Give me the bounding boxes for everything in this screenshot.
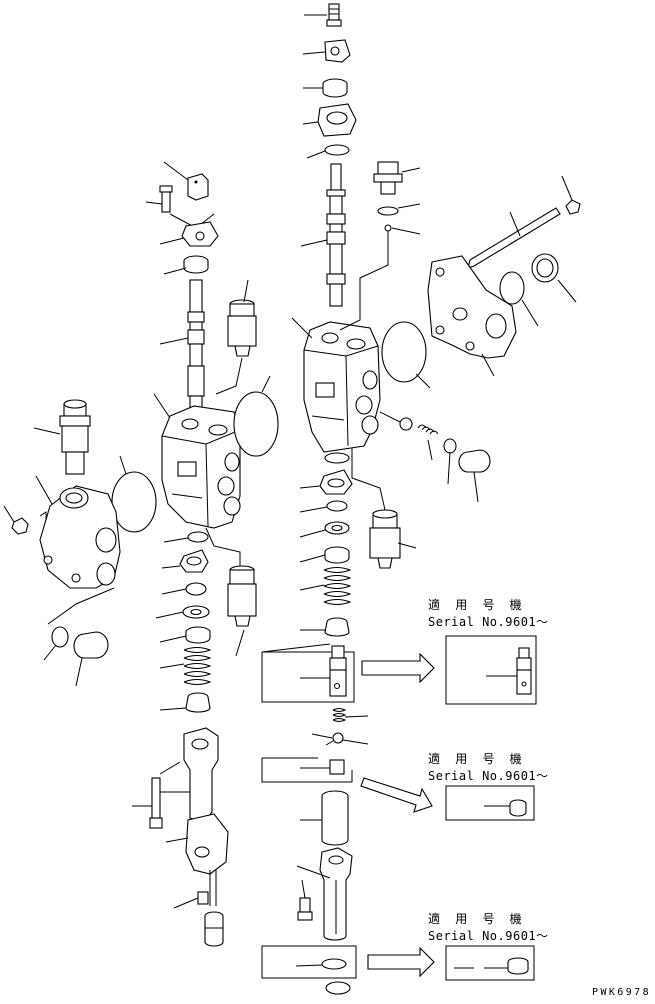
arrow-2 xyxy=(360,777,433,813)
ball-small[interactable] xyxy=(339,224,421,331)
note-1-serial: Serial No.9601～ xyxy=(428,615,549,629)
lc-washer-1[interactable] xyxy=(161,582,207,596)
right-parts xyxy=(339,161,581,569)
lc-washer-2[interactable] xyxy=(155,605,210,619)
bottom-disc[interactable] xyxy=(325,981,351,995)
o-ring-small-r[interactable] xyxy=(377,203,421,216)
lc-lower-body[interactable] xyxy=(165,813,229,875)
lc-wires[interactable] xyxy=(173,870,217,909)
small-spring[interactable] xyxy=(332,708,369,722)
note-3-serial: Serial No.9601～ xyxy=(428,929,549,943)
box-piston-old[interactable] xyxy=(261,643,355,703)
washer-2[interactable] xyxy=(299,521,350,538)
l-plug[interactable] xyxy=(73,631,109,687)
o-ring-top[interactable] xyxy=(306,144,350,159)
l-relief-valve[interactable] xyxy=(33,399,91,475)
spring-seat[interactable] xyxy=(299,546,350,564)
arrow-1 xyxy=(361,652,435,684)
relief-seat[interactable] xyxy=(443,438,457,485)
lc-o-ring[interactable] xyxy=(163,531,209,543)
o-ring-large-r[interactable] xyxy=(499,271,539,327)
l-inlet-cover[interactable] xyxy=(35,475,121,589)
check-valve[interactable] xyxy=(311,732,369,746)
end-cover[interactable] xyxy=(427,255,517,377)
note-2-serial: Serial No.9601～ xyxy=(428,769,549,783)
left-center-stack xyxy=(132,161,279,947)
bleed-plug[interactable] xyxy=(373,161,421,195)
relief-ball[interactable] xyxy=(379,411,413,431)
l-nut[interactable] xyxy=(3,505,29,535)
right-valve-section[interactable] xyxy=(291,317,381,453)
left-parts xyxy=(3,399,157,687)
lc-solenoid[interactable] xyxy=(205,527,257,657)
box-cap-old[interactable] xyxy=(261,945,357,979)
lc-spring[interactable] xyxy=(159,647,212,685)
o-ring-lower[interactable] xyxy=(324,452,350,464)
box-piston-new[interactable] xyxy=(445,635,537,705)
lower-cap[interactable] xyxy=(299,469,353,495)
solenoid-right[interactable] xyxy=(351,448,417,569)
spring-stopper[interactable] xyxy=(300,617,350,637)
end-plug[interactable] xyxy=(531,253,577,303)
note-1-jp: 適 用 号 機 xyxy=(428,598,526,612)
washer-1[interactable] xyxy=(299,500,348,513)
note-3-jp: 適 用 号 機 xyxy=(428,912,526,926)
sleeve[interactable] xyxy=(300,790,349,846)
lc-gasket[interactable] xyxy=(233,375,279,457)
l-small-o-ring[interactable] xyxy=(43,587,115,661)
lc-flange[interactable] xyxy=(159,221,219,247)
spring[interactable] xyxy=(299,567,352,605)
lc-spool[interactable] xyxy=(159,279,205,417)
note-2-jp: 適 用 号 機 xyxy=(428,752,526,766)
flange-plate[interactable] xyxy=(302,39,351,63)
lc-connector-plug[interactable] xyxy=(204,911,224,947)
center-stack xyxy=(261,3,537,995)
lc-retainer[interactable] xyxy=(163,255,209,275)
relief-spring[interactable] xyxy=(417,424,439,461)
lc-valve-section[interactable] xyxy=(153,393,241,529)
box-plug-old[interactable] xyxy=(261,757,353,783)
cap-block[interactable] xyxy=(302,103,357,137)
lower-bolt[interactable] xyxy=(297,879,313,921)
tie-rod[interactable] xyxy=(467,207,561,269)
lc-connector[interactable] xyxy=(163,161,209,201)
drawing-code: PWK6978 xyxy=(592,987,651,998)
lc-stopper[interactable] xyxy=(159,692,211,713)
top-bolt[interactable] xyxy=(304,3,342,27)
lc-spring-seat[interactable] xyxy=(159,626,211,644)
tie-rod-nut[interactable] xyxy=(561,175,581,215)
lower-cover[interactable] xyxy=(296,847,353,941)
lc-housing[interactable] xyxy=(159,727,219,823)
lc-long-bolt[interactable] xyxy=(132,777,163,829)
arrow-3 xyxy=(367,946,435,978)
lc-cap[interactable] xyxy=(161,549,209,573)
box-plug-new[interactable] xyxy=(445,785,535,821)
spool[interactable] xyxy=(300,163,346,307)
box-cap-new[interactable] xyxy=(445,945,535,981)
lc-upper-solenoid[interactable] xyxy=(215,279,257,395)
l-o-ring-large[interactable] xyxy=(111,455,157,533)
gasket-right[interactable] xyxy=(381,321,431,389)
retainer[interactable] xyxy=(303,78,348,98)
relief-plug[interactable] xyxy=(458,449,491,503)
